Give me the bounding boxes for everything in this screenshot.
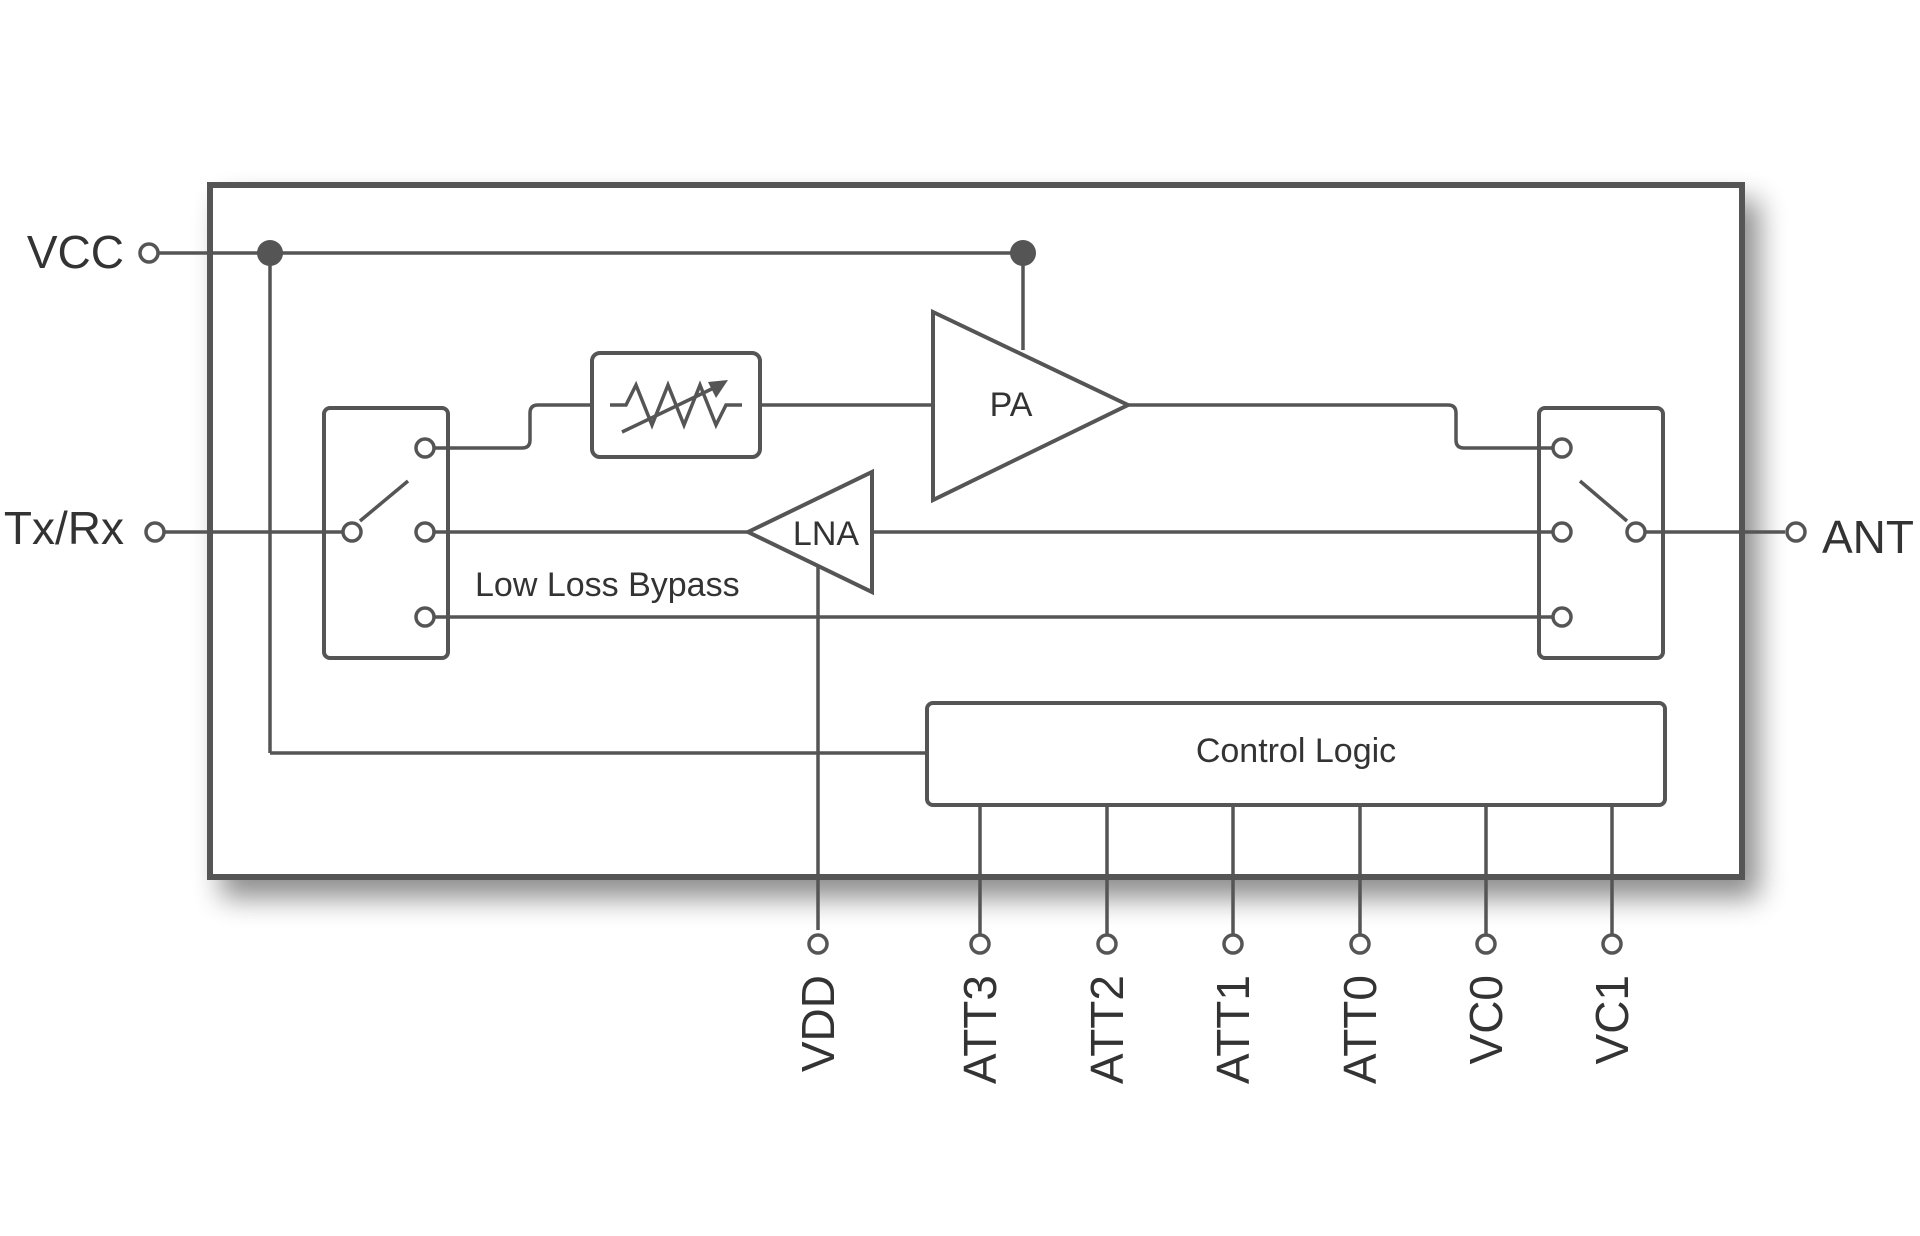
vcc-pin-label: VCC [27,226,124,278]
att3-pin-label: ATT3 [954,975,1006,1084]
control-pin-lines [978,805,1614,935]
att2-pin-terminal [1096,933,1118,955]
vc1-pin-terminal [1601,933,1623,955]
att0-pin-label: ATT0 [1334,975,1386,1084]
vcc-rail [158,240,1036,755]
vdd-pin-label: VDD [792,975,844,1072]
txrx-pin-label: Tx/Rx [4,502,124,554]
bypass-label: Low Loss Bypass [475,566,740,604]
vcc-junction-right [1010,240,1036,266]
vcc-pin-terminal [138,242,160,264]
variable-arrow-icon [621,382,723,434]
txrx-pin-terminal [144,521,166,543]
transmit-path [434,403,1553,450]
ant-pin-label: ANT [1822,511,1914,563]
att0-pin-terminal [1349,933,1371,955]
vc0-pin-label: VC0 [1460,975,1512,1064]
ant-pin-terminal [1785,521,1807,543]
tx-rx-switch-arm [358,479,410,523]
low-noise-amplifier [743,468,874,596]
att2-pin-label: ATT2 [1081,975,1133,1084]
control-logic-label: Control Logic [1196,732,1396,770]
vc0-pin-terminal [1475,933,1497,955]
lna-label: LNA [793,515,859,553]
vdd-pin-terminal [807,933,829,955]
vc1-pin-label: VC1 [1586,975,1638,1064]
att1-pin-label: ATT1 [1207,975,1259,1084]
variable-attenuator [590,351,762,459]
antenna-switch [1537,406,1785,660]
att3-pin-terminal [969,933,991,955]
control-logic-block [925,701,1667,807]
antenna-switch-arm [1578,479,1629,523]
vcc-junction-left [257,240,283,266]
power-amplifier [931,308,1133,504]
att1-pin-terminal [1222,933,1244,955]
pa-label: PA [990,386,1033,424]
